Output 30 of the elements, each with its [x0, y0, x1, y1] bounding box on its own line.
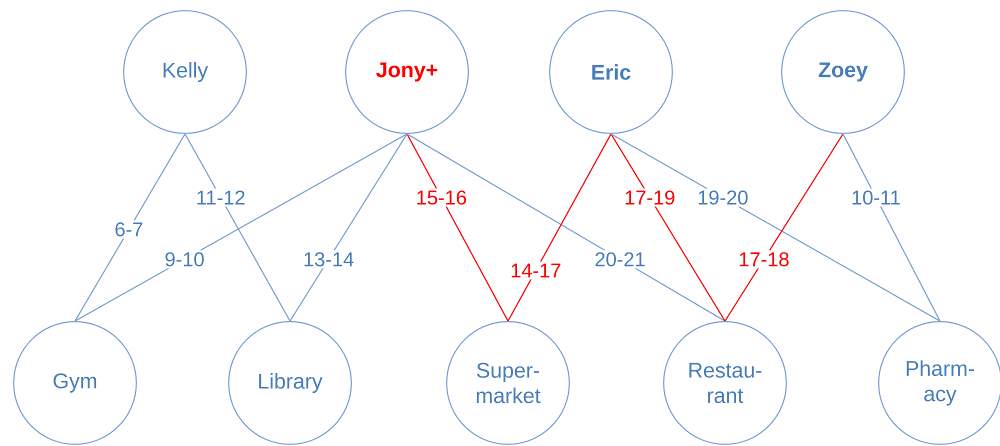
- connector-line: [184, 134, 291, 322]
- circle-node: Kelly: [123, 10, 247, 134]
- edge-label: 15-16: [414, 188, 469, 207]
- edge-label: 13-14: [301, 250, 356, 268]
- edge-label: 14-17: [508, 262, 564, 280]
- edge-label: 6-7: [112, 220, 146, 238]
- edge-label: 9-10: [162, 250, 207, 268]
- connector-line: [406, 133, 726, 322]
- edge-label: 19-20: [695, 188, 750, 207]
- circle-node: Gym: [13, 321, 137, 445]
- connector-line: [610, 134, 726, 322]
- connector-line: [406, 134, 509, 322]
- circle-node: Eric: [549, 10, 673, 134]
- connector-line: [610, 133, 940, 322]
- connector-line: [507, 134, 612, 322]
- connector-line: [74, 134, 186, 322]
- circle-node: Restau-rant: [663, 321, 787, 445]
- edge-label: 10-11: [849, 188, 903, 207]
- circle-node: Zoey: [781, 10, 905, 134]
- edge-label: 17-19: [622, 188, 678, 207]
- edge-label: 17-18: [736, 250, 792, 268]
- connector-line: [74, 133, 408, 322]
- edge-label: 20-21: [592, 250, 648, 268]
- circle-node: Jony+: [345, 10, 469, 134]
- connector-line: [842, 134, 941, 322]
- connector-line: [724, 134, 844, 322]
- circle-node: Super-market: [446, 321, 570, 445]
- edge-label: 11-12: [194, 188, 248, 207]
- connector-line: [290, 134, 408, 322]
- circle-node: Library: [228, 321, 352, 445]
